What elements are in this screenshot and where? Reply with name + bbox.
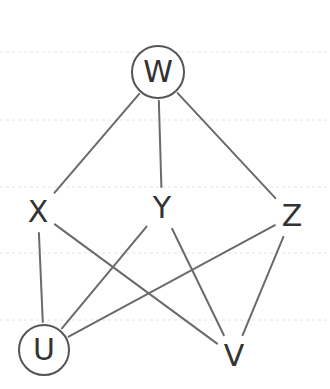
graph-edge [55, 224, 217, 343]
graph-edge [178, 93, 276, 198]
vertex-label: Z [277, 197, 308, 235]
vertex-label: X [23, 193, 54, 231]
vertex-name: V [224, 341, 245, 371]
graph-edge [243, 237, 284, 335]
vertex-name: X [28, 197, 49, 227]
circled-vertex: U [18, 324, 70, 376]
vertex-label: Y [148, 189, 176, 227]
vertex-name: U [33, 335, 55, 365]
vertex-name: Z [282, 201, 303, 231]
graph-edge [62, 227, 147, 329]
graph-edge [55, 94, 140, 193]
graph-edge [69, 225, 275, 336]
vertex-label: V [219, 337, 250, 375]
graph-edge [159, 101, 162, 187]
vertex-name: Y [153, 193, 171, 223]
circled-vertex: W [131, 45, 185, 99]
graph-edge [39, 233, 43, 322]
graph-edge [172, 229, 224, 335]
vertex-name: W [143, 57, 173, 87]
